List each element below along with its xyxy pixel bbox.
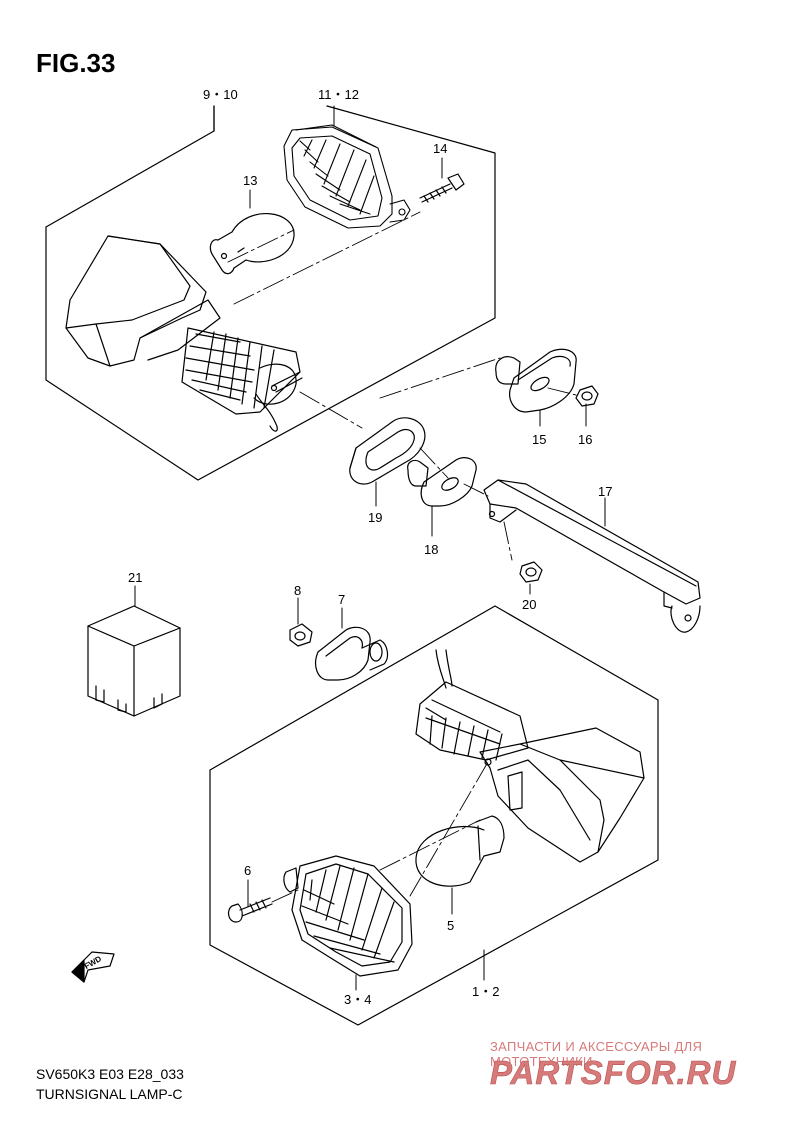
callout-1-2: 1・2 [472,984,500,999]
diagram-caption: TURNSIGNAL LAMP-C [36,1086,183,1102]
upper-lens-part [283,124,411,229]
model-code: SV650K3 E03 E28_033 [36,1066,184,1082]
assembly-centerlines-lower [271,761,489,903]
callout-19: 19 [368,510,383,525]
watermark-tagline: ЗАПЧАСТИ И АКСЕССУАРЫ ДЛЯ МОТОТЕХНИКИ [490,1039,703,1069]
callout-5: 5 [447,918,455,933]
callout-leader-lines [134,105,606,991]
callout-3-4: 3・4 [344,992,372,1007]
callout-7: 7 [338,592,346,607]
watermark-logo: PARTSFOR.RU [490,1054,736,1092]
lower-assembly-frame [209,605,659,1026]
screw-14-part [419,173,465,203]
callout-11-12: 11・12 [318,87,359,102]
nut-20-part [519,561,543,583]
lower-housing-part [415,649,645,863]
watermark-brand: PARTSFOR.RU [490,1054,736,1091]
nut-16-part [575,385,599,407]
callout-13: 13 [243,173,258,188]
nut-8-part [289,623,313,647]
callout-21: 21 [128,570,143,585]
grommet-19-part [349,417,426,485]
callout-15: 15 [532,432,547,447]
grommet-15-part [495,348,577,413]
collar-18-part [407,457,477,507]
callout-16: 16 [578,432,593,447]
bulb-5-part [415,815,505,887]
callout-14: 14 [433,141,448,156]
bracket-17-part [483,479,701,633]
callout-8: 8 [294,583,302,598]
assembly-centerlines-upper [227,211,581,561]
bulb-13-part [209,212,295,275]
upper-housing-part [65,235,303,432]
callout-17: 17 [598,484,613,499]
relay-21-part [87,605,181,717]
callout-6: 6 [244,863,252,878]
upper-assembly-frame [45,105,496,481]
callout-9-10: 9・10 [203,87,238,102]
fwd-arrow-icon [71,951,115,983]
callout-20: 20 [522,597,537,612]
lower-lens-part [283,855,413,977]
grommet-7-part [315,626,389,681]
figure-number: FIG.33 [36,48,116,78]
screw-6-part [227,897,273,923]
callout-18: 18 [424,542,439,557]
